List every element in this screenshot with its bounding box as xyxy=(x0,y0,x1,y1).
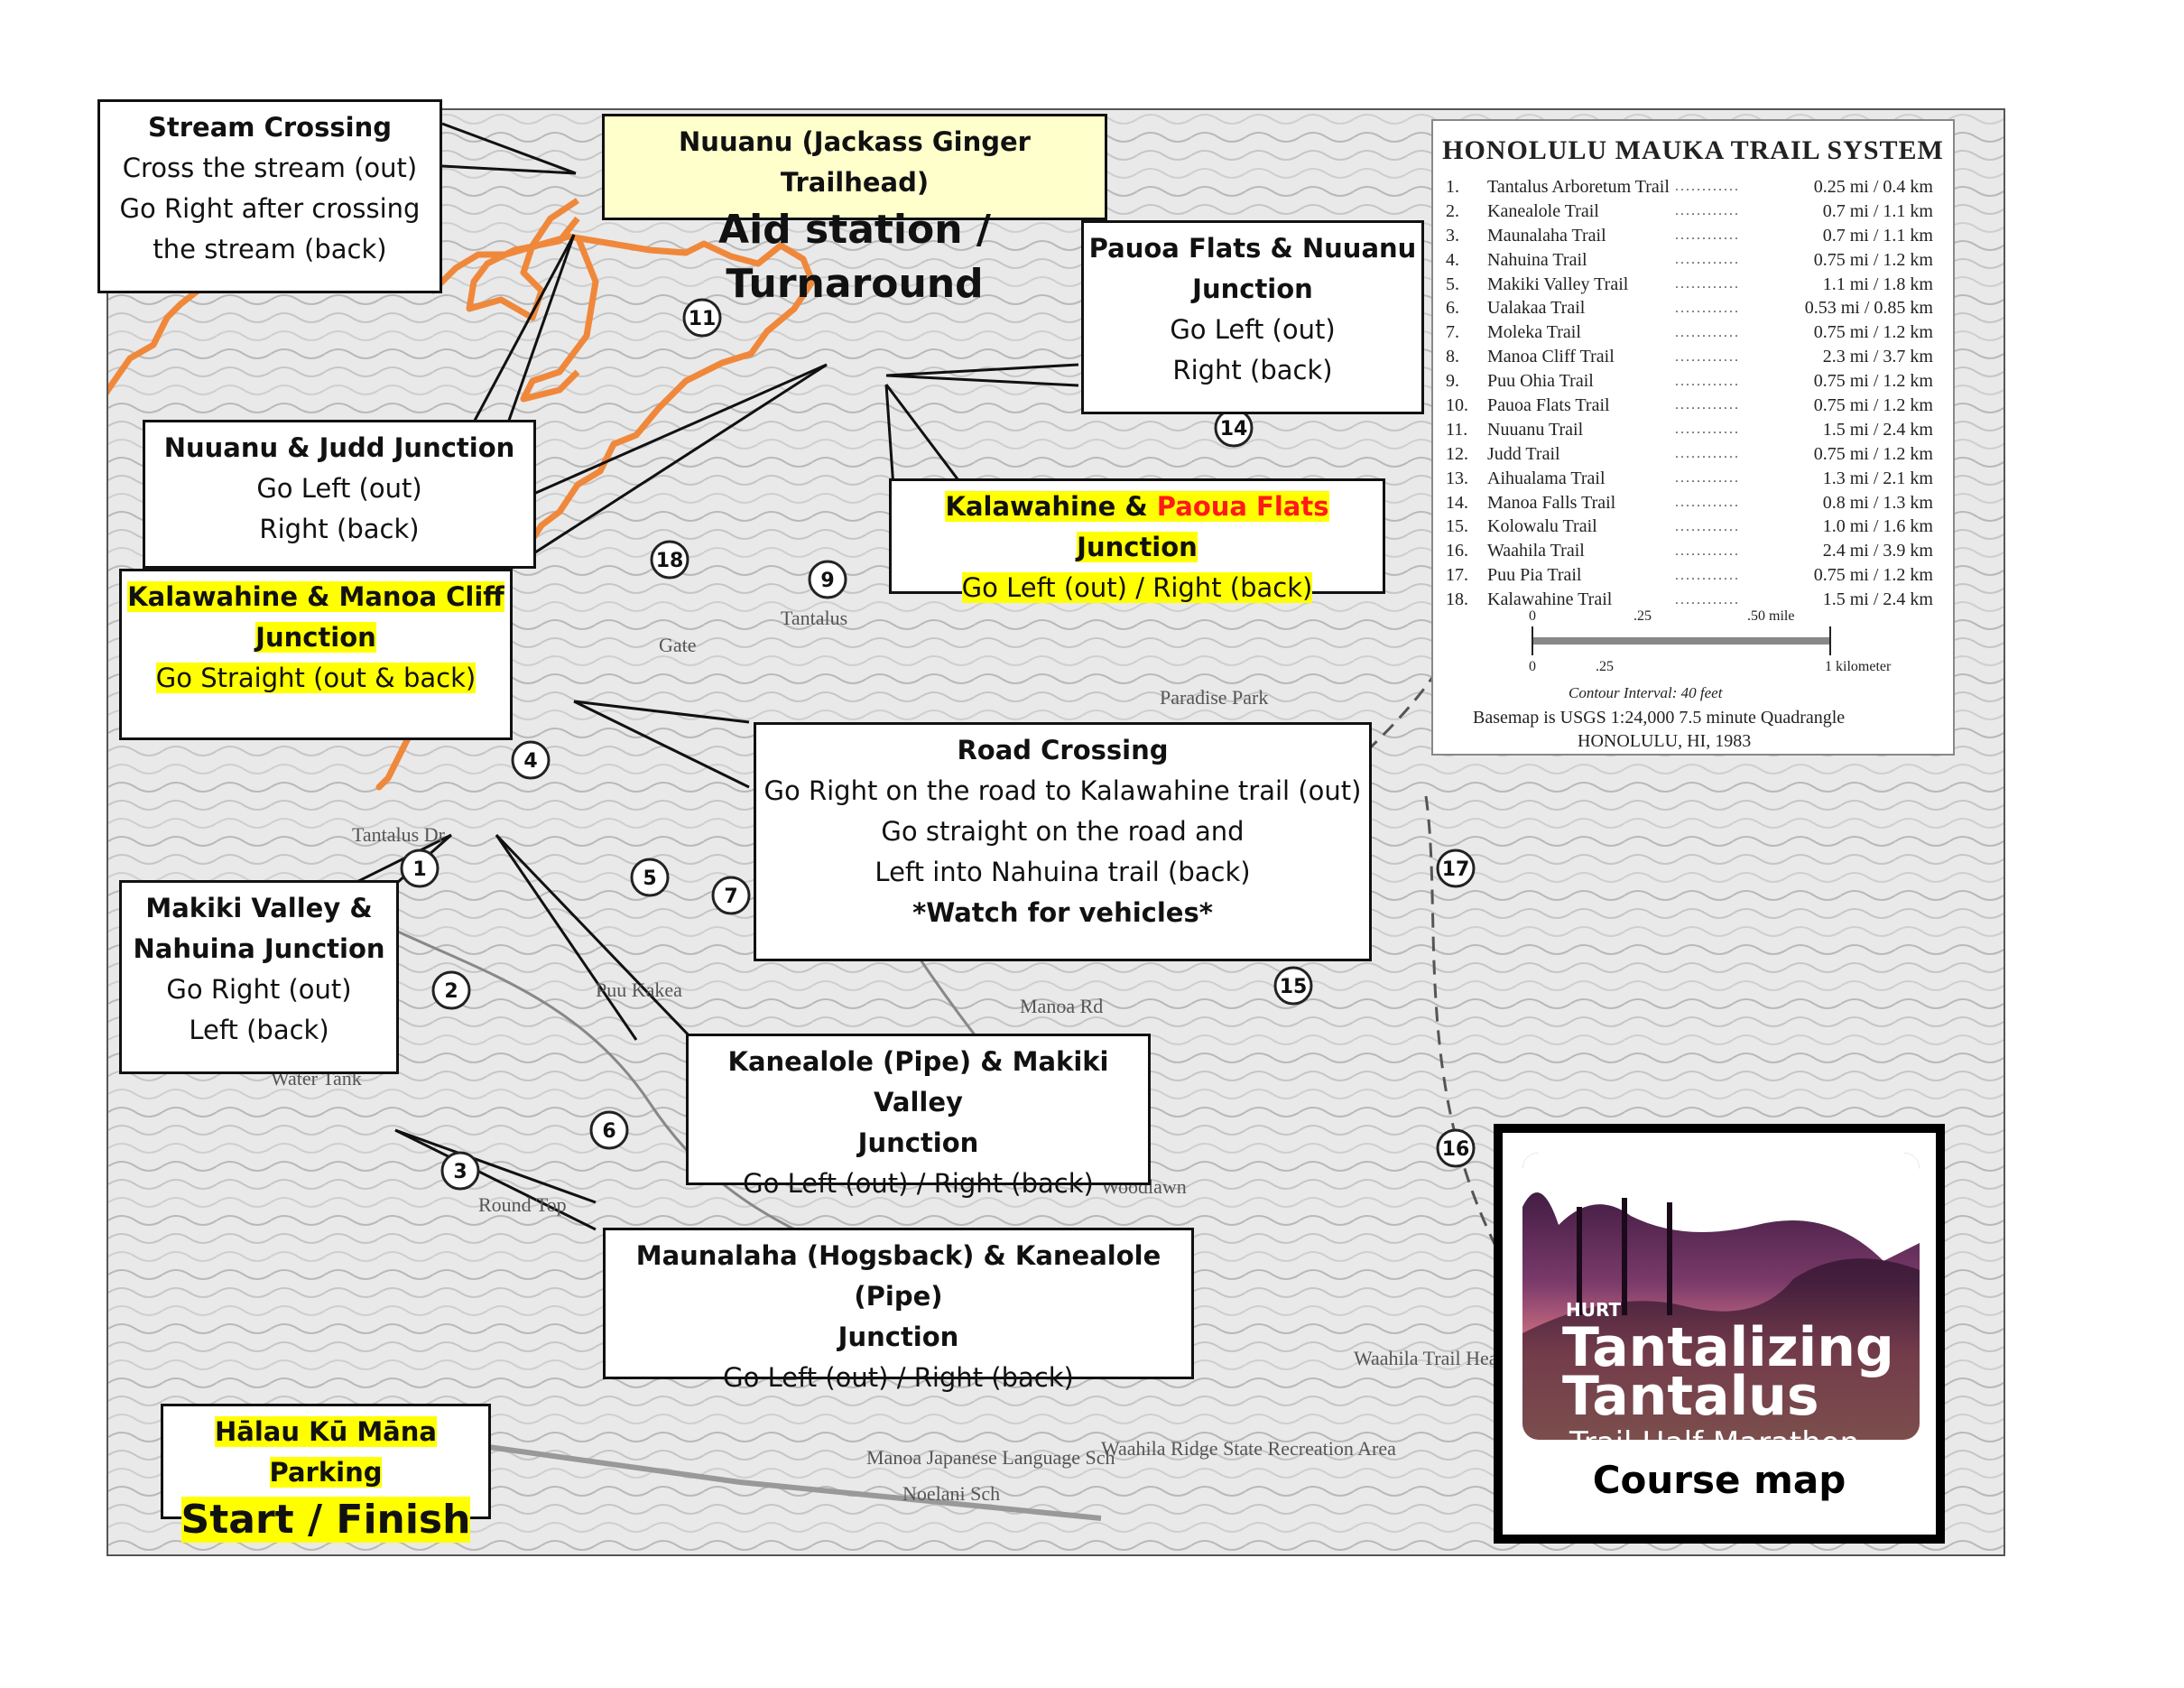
svg-text:Puu Kakea: Puu Kakea xyxy=(596,978,682,1001)
svg-text:15: 15 xyxy=(1280,976,1308,998)
legend-title: HONOLULU MAUKA TRAIL SYSTEM xyxy=(1442,135,1944,165)
svg-text:Waahila Ridge State Recreation: Waahila Ridge State Recreation Area xyxy=(1101,1437,1396,1460)
trail-table: 1.Tantalus Arboretum Trail............0.… xyxy=(1446,175,1939,612)
marker-18 xyxy=(650,540,689,580)
aid-station-label: Aid station / Turnaround xyxy=(718,207,991,307)
callout-makiki-nahuina: Makiki Valley & Nahuina Junction Go Righ… xyxy=(119,880,399,1074)
trail-row: 14.Manoa Falls Trail............0.8 mi /… xyxy=(1446,492,1933,513)
svg-text:Waahila Trail Head: Waahila Trail Head xyxy=(1354,1347,1508,1369)
marker-15 xyxy=(1273,966,1313,1006)
svg-text:Tantalus Dr: Tantalus Dr xyxy=(352,823,446,846)
trail-row: 6.Ualakaa Trail............0.53 mi / 0.8… xyxy=(1446,298,1933,319)
svg-text:2: 2 xyxy=(444,980,458,1003)
callout-kalawahine-manoa-cliff: Kalawahine & Manoa Cliff Junction Go Str… xyxy=(119,569,513,740)
course-map-caption: Course map xyxy=(1592,1458,1846,1502)
trail-row: 8.Manoa Cliff Trail............2.3 mi / … xyxy=(1446,347,1933,367)
trail-row: 11.Nuuanu Trail............1.5 mi / 2.4 … xyxy=(1446,419,1933,440)
trail-row: 3.Maunalaha Trail............0.7 mi / 1.… xyxy=(1446,225,1933,246)
svg-text:7: 7 xyxy=(724,886,737,908)
svg-text:4: 4 xyxy=(523,750,537,773)
callout-kalawahine-paoua: Kalawahine & Paoua Flats Junction Go Lef… xyxy=(889,478,1385,603)
map-label: Tantalus xyxy=(781,607,847,629)
trail-row: 10.Pauoa Flats Trail............0.75 mi … xyxy=(1446,394,1933,415)
trail-row: 4.Nahuina Trail............0.75 mi / 1.2… xyxy=(1446,249,1933,270)
callout-title: Stream Crossing xyxy=(148,112,392,143)
marker-6 xyxy=(589,1110,629,1150)
trail-legend: HONOLULU MAUKA TRAIL SYSTEM 1.Tantalus A… xyxy=(1431,119,1955,756)
trail-row: 2.Kanealole Trail............0.7 mi / 1.… xyxy=(1446,200,1933,221)
svg-text:Gate: Gate xyxy=(659,634,697,656)
trail-row: 5.Makiki Valley Trail............1.1 mi … xyxy=(1446,274,1933,294)
event-logo: HURT Tantalizing Tantalus Trail Half Mar… xyxy=(1494,1124,1945,1544)
trail-row: 13.Aihualama Trail............1.3 mi / 2… xyxy=(1446,468,1933,488)
callout-maunalaha-kanealole: Maunalaha (Hogsback) & Kanealole (Pipe) … xyxy=(603,1228,1194,1393)
marker-4 xyxy=(511,740,551,780)
svg-text:11: 11 xyxy=(689,308,717,330)
trail-row: 15.Kolowalu Trail............1.0 mi / 1.… xyxy=(1446,516,1933,537)
svg-text:Manoa Japanese Language Sch: Manoa Japanese Language Sch xyxy=(866,1446,1115,1469)
trail-row: 16.Waahila Trail............2.4 mi / 3.9… xyxy=(1446,541,1933,561)
race-route xyxy=(108,233,816,791)
trail-row: 18.Kalawahine Trail............1.5 mi / … xyxy=(1446,589,1933,610)
callout-kanealole-makiki: Kanealole (Pipe) & Makiki Valley Junctio… xyxy=(686,1034,1151,1199)
svg-text:Paradise Park: Paradise Park xyxy=(1160,686,1268,709)
marker-3 xyxy=(440,1151,480,1191)
svg-text:3: 3 xyxy=(453,1161,467,1183)
svg-text:Manoa Rd: Manoa Rd xyxy=(1020,995,1103,1017)
svg-text:Noelani Sch: Noelani Sch xyxy=(902,1482,1000,1505)
svg-text:1: 1 xyxy=(412,858,426,881)
trail-row: 17.Puu Pia Trail............0.75 mi / 1.… xyxy=(1446,565,1933,586)
marker-5 xyxy=(630,858,670,897)
svg-text:6: 6 xyxy=(602,1120,615,1143)
svg-text:14: 14 xyxy=(1220,418,1248,441)
marker-16 xyxy=(1436,1128,1476,1168)
logo-artwork: HURT Tantalizing Tantalus Trail Half Mar… xyxy=(1522,1153,1920,1440)
callout-stream-crossing: Stream Crossing Cross the stream (out) G… xyxy=(97,99,442,293)
trail-row: 1.Tantalus Arboretum Trail............0.… xyxy=(1446,176,1933,197)
trail-row: 7.Moleka Trail............0.75 mi / 1.2 … xyxy=(1446,322,1933,343)
trail-row: 9.Puu Ohia Trail............0.75 mi / 1.… xyxy=(1446,371,1933,392)
marker-1 xyxy=(400,849,440,888)
svg-text:Round Top: Round Top xyxy=(478,1193,567,1216)
marker-7 xyxy=(711,876,751,915)
svg-text:17: 17 xyxy=(1442,858,1470,881)
marker-11 xyxy=(682,298,722,338)
svg-text:5: 5 xyxy=(643,867,656,890)
marker-9 xyxy=(808,560,847,599)
scale-bar xyxy=(1532,626,1831,655)
svg-text:18: 18 xyxy=(656,550,684,572)
svg-text:16: 16 xyxy=(1442,1138,1470,1161)
marker-17 xyxy=(1436,849,1476,888)
trail-row: 12.Judd Trail............0.75 mi / 1.2 k… xyxy=(1446,443,1933,464)
start-finish-label: Start / Finish xyxy=(180,1497,471,1543)
callout-nuuanu-judd: Nuuanu & Judd Junction Go Left (out) Rig… xyxy=(143,420,536,569)
callout-aid-station: Nuuanu (Jackass Ginger Trailhead) Aid st… xyxy=(602,114,1107,307)
callout-pauoa-nuuanu: Pauoa Flats & Nuuanu Junction Go Left (o… xyxy=(1081,220,1424,414)
callout-road-crossing: Road Crossing Go Right on the road to Ka… xyxy=(754,722,1372,961)
svg-text:9: 9 xyxy=(820,570,834,592)
marker-2 xyxy=(431,970,471,1010)
callout-start-finish: Hālau Kū Māna Parking Start / Finish xyxy=(161,1404,491,1543)
